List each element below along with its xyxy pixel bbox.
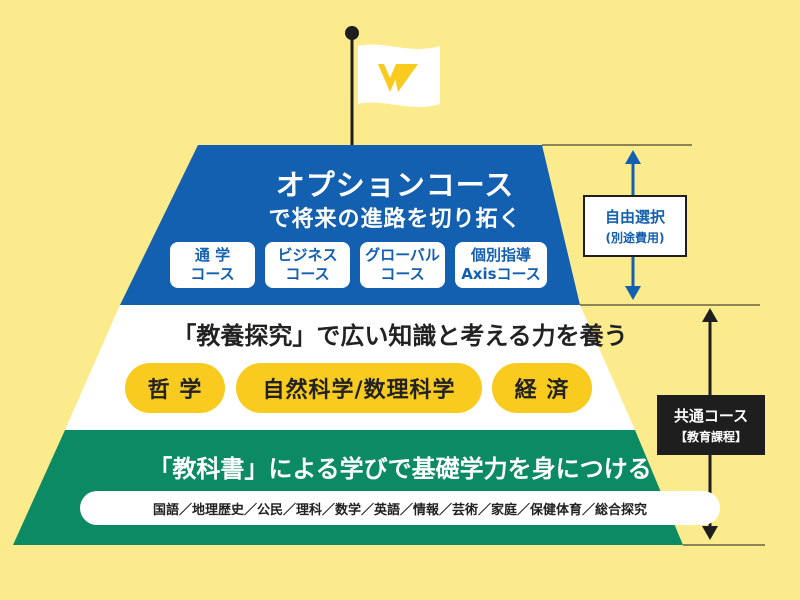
common-course-label: 共通コース 【教育課程】 — [657, 395, 765, 455]
course-box-business: ビジネス コース — [265, 242, 350, 288]
pill-natural-science: 自然科学/数理科学 — [236, 363, 482, 413]
course-box-axis: 個別指導 Axisコース — [455, 242, 547, 288]
middle-tier-title: 「教養探究」で広い知識と考える力を養う — [172, 322, 628, 350]
pill-philosophy: 哲 学 — [125, 363, 225, 413]
subjects-list: 国語／地理歴史／公民／理科／数学／英語／情報／芸術／家庭／保健体育／総合探究 — [80, 491, 720, 525]
free-choice-label: 自由選択 (別途費用) — [583, 195, 687, 257]
course-box-global: グローバル コース — [360, 242, 445, 288]
top-tier-subtitle: で将来の進路を切り拓く — [268, 207, 522, 232]
v-logo-icon — [378, 64, 418, 92]
flag-ball — [345, 26, 359, 40]
top-tier-title: オプションコース — [275, 168, 515, 202]
bottom-tier-bg — [13, 430, 683, 545]
course-box-commute: 通 学 コース — [170, 242, 255, 288]
bottom-tier-title: 「教科書」による学びで基礎学力を身につける — [148, 455, 652, 483]
pill-economics: 経 済 — [492, 363, 592, 413]
